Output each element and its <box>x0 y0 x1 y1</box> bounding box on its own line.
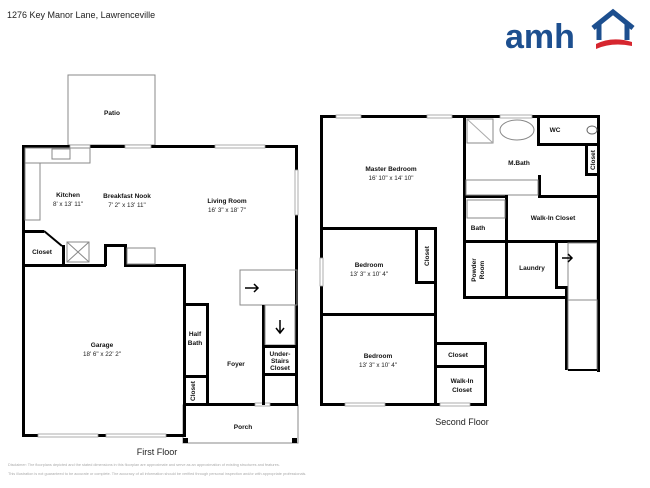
room-dims-bedroom-2: 13' 3" x 10' 4" <box>359 362 397 369</box>
room-label-hall-closet: Closet <box>448 352 469 359</box>
stairs-down-arrow-icon <box>275 320 285 335</box>
room-label-closet: Closet <box>32 249 53 256</box>
room-label-bedroom1-closet: Closet <box>424 245 431 266</box>
toilet-icon <box>586 125 598 135</box>
room-label-under-stairs-2: Stairs <box>271 358 289 365</box>
room-label-foyer-closet: Closet <box>190 380 197 401</box>
stairs-up-arrow-icon <box>245 283 260 293</box>
first-floor-plan: Patio Kitchen 8' x 13' 11" Breakfast Noo… <box>22 74 299 457</box>
room-dims-kitchen: 8' x 13' 11" <box>53 201 83 208</box>
room-label-powder-room-1: Powder <box>471 258 478 282</box>
room-label-living-room: Living Room <box>207 198 247 205</box>
room-label-wc: WC <box>550 127 561 134</box>
property-address: 1276 Key Manor Lane, Lawrenceville <box>7 10 156 20</box>
room-label-walk-in-closet-2a: Walk-In <box>451 378 474 385</box>
room-label-m-bath: M.Bath <box>508 160 530 167</box>
logo-text: amh <box>505 18 575 56</box>
room-label-powder-room-2: Room <box>479 261 486 280</box>
disclaimer-line-1: Disclaimer: The floorplans depicted and … <box>8 463 280 467</box>
room-label-patio: Patio <box>104 110 120 117</box>
room-label-half-bath-1: Half <box>189 331 202 338</box>
room-label-half-bath-2: Bath <box>188 340 202 347</box>
room-label-porch: Porch <box>234 424 252 431</box>
room-dims-master-bedroom: 16' 10" x 14' 10" <box>368 175 413 182</box>
bathtub-icon <box>499 119 535 141</box>
amh-logo: amh <box>505 8 635 56</box>
second-floor-plan: Master Bedroom 16' 10" x 14' 10" M.Bath … <box>319 114 600 427</box>
room-label-under-stairs-3: Closet <box>270 365 291 372</box>
room-label-kitchen: Kitchen <box>56 192 80 199</box>
room-label-walk-in-closet-2b: Closet <box>452 387 473 394</box>
second-floor-label: Second Floor <box>435 417 489 427</box>
swoosh-icon <box>596 39 632 49</box>
room-label-bedroom-1: Bedroom <box>355 262 384 269</box>
room-dims-bedroom-1: 13' 3" x 10' 4" <box>350 271 388 278</box>
room-label-bedroom-2: Bedroom <box>364 353 393 360</box>
disclaimer-line-2: This illustration is not guaranteed to b… <box>8 472 307 476</box>
house-icon <box>591 8 635 40</box>
room-label-under-stairs-1: Under- <box>270 351 291 358</box>
room-label-foyer: Foyer <box>227 361 245 368</box>
room-label-master-bedroom: Master Bedroom <box>365 166 417 173</box>
room-dims-garage: 18' 6" x 22' 2" <box>83 351 121 358</box>
room-label-laundry: Laundry <box>519 265 545 272</box>
room-label-bath: Bath <box>471 225 485 232</box>
first-floor-label: First Floor <box>137 447 178 457</box>
room-label-breakfast-nook: Breakfast Nook <box>103 193 151 200</box>
room-dims-living-room: 16' 3" x 18' 7" <box>208 207 246 214</box>
room-label-garage: Garage <box>91 342 114 349</box>
stairs-arrow-icon <box>562 253 574 263</box>
room-dims-breakfast-nook: 7' 2" x 13' 11" <box>108 202 146 209</box>
room-label-walk-in-closet: Walk-In Closet <box>531 215 576 222</box>
room-label-mb-closet: Closet <box>590 149 597 170</box>
